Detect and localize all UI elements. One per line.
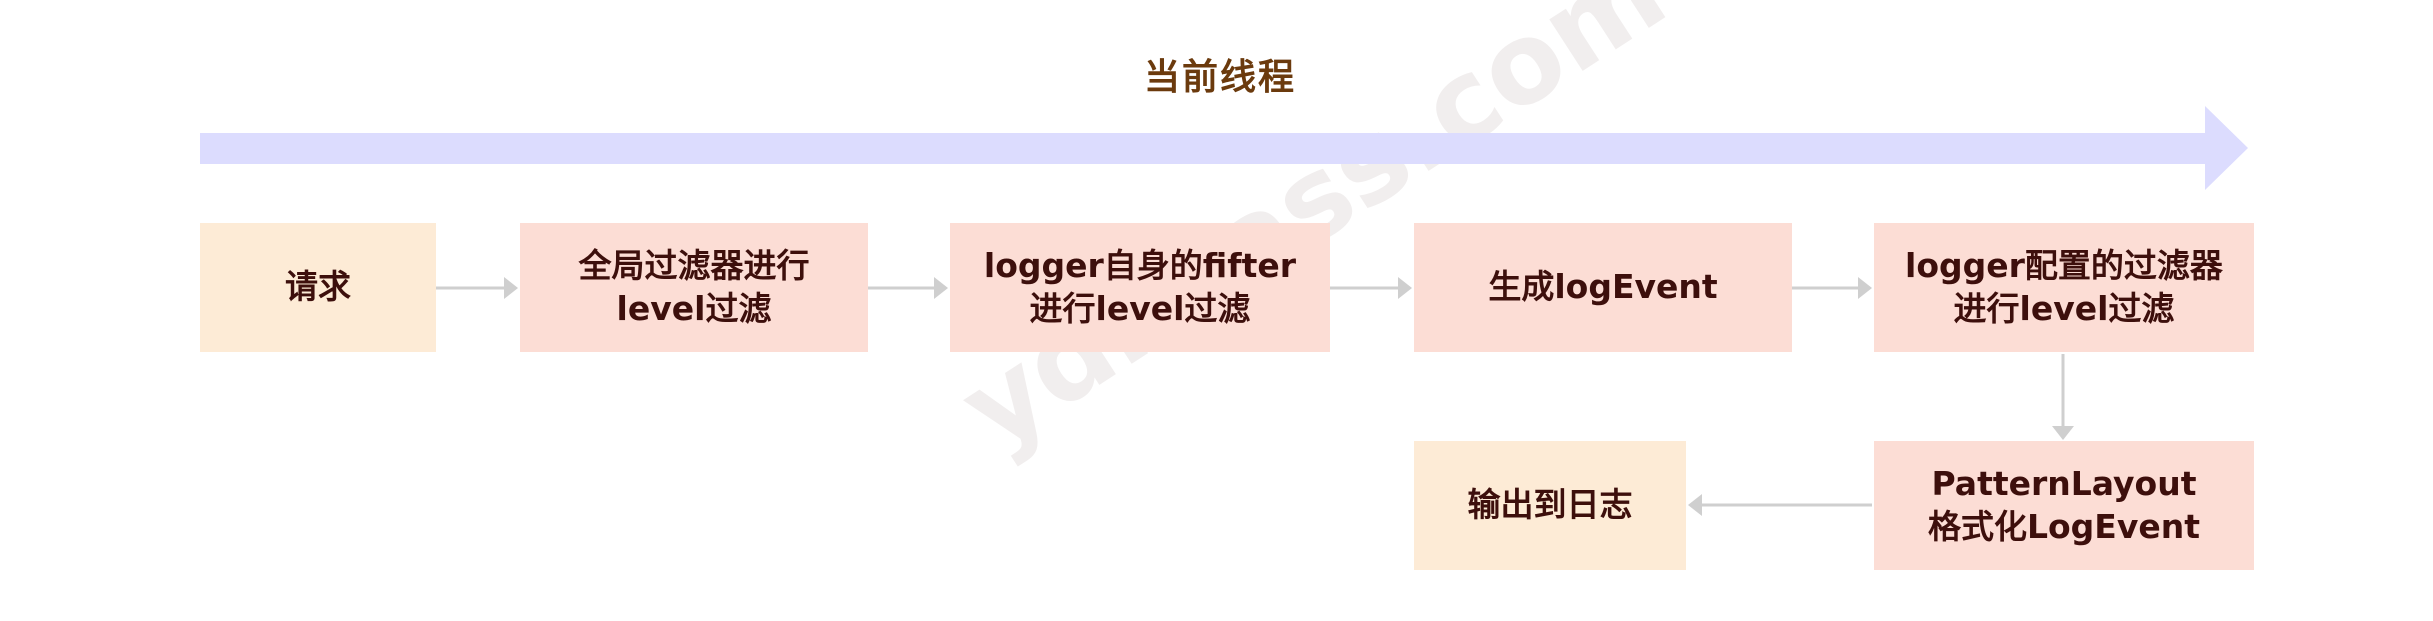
node-logger-self-filter: logger自身的fifter 进行level过滤	[950, 223, 1330, 352]
node-output-log: 输出到日志	[1414, 441, 1686, 570]
edge-pattern-layout-output-log	[1688, 494, 1872, 516]
edge-logger-self-filter-create-log-event	[1330, 277, 1412, 299]
edge-global-filter-logger-self-filter	[868, 277, 948, 299]
edge-request-global-filter	[436, 277, 518, 299]
node-request: 请求	[200, 223, 436, 352]
edge-create-log-event-logger-config-filter	[1792, 277, 1872, 299]
edge-logger-config-filter-pattern-layout	[2052, 354, 2074, 440]
node-global-filter: 全局过滤器进行 level过滤	[520, 223, 868, 352]
node-create-log-event: 生成logEvent	[1414, 223, 1792, 352]
node-pattern-layout: PatternLayout 格式化LogEvent	[1874, 441, 2254, 570]
diagram-title: 当前线程	[1143, 57, 1296, 98]
node-logger-config-filter: logger配置的过滤器 进行level过滤	[1874, 223, 2254, 352]
thread-arrow	[200, 106, 2248, 190]
